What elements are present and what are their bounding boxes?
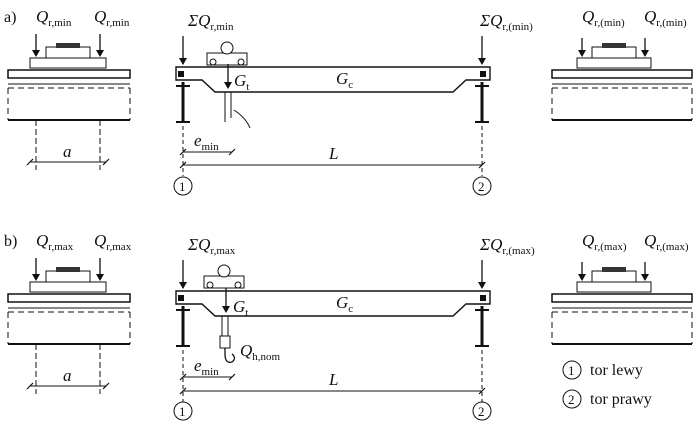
load-right-2: Qr,(min) [644, 7, 687, 29]
left-end-view-b: Qr,max Qr,max a [7, 231, 132, 394]
bridge-view-a: ΣQr,min ΣQr,(min) Gt Gc [173, 11, 533, 196]
gc-a: Gc [336, 69, 353, 91]
load-left-1-b: Qr,max [36, 231, 74, 253]
legend-num-2: 2 [568, 392, 575, 407]
dim-a-b: a [63, 366, 72, 385]
legend: 1 tor lewy 2 tor prawy [562, 360, 652, 409]
node-1-b: 1 [179, 404, 186, 419]
node-1-a: 1 [179, 179, 186, 194]
span-L-a: L [328, 144, 338, 163]
span-L-b: L [328, 370, 338, 389]
gt-b: Gt [233, 297, 248, 319]
e-min-a: emin [194, 131, 219, 153]
gt-a: Gt [234, 71, 249, 93]
sum-load-left-b: ΣQr,max [187, 235, 236, 257]
panel-b: b) Qr,max Qr,max a ΣQr,max ΣQr,(max) [4, 231, 693, 421]
legend-num-1: 1 [568, 363, 575, 378]
hook-load-b: Qh,nom [240, 341, 281, 363]
sum-load-right-b: ΣQr,(max) [479, 235, 535, 257]
node-2-b: 2 [478, 404, 485, 419]
panel-a: a) Qr,min Qr,min a ΣQr,min ΣQr,(min) [4, 7, 693, 196]
load-left-1: Qr,min [36, 7, 72, 29]
node-2-a: 2 [478, 179, 485, 194]
legend-text-2: tor prawy [590, 391, 652, 408]
load-left-2: Qr,min [94, 7, 130, 29]
sum-load-left-a: ΣQr,min [187, 11, 234, 33]
right-end-view-b: Qr,(max) Qr,(max) 1 tor lewy 2 tor prawy [551, 231, 693, 409]
legend-text-1: tor lewy [590, 362, 643, 379]
bridge-view-b: ΣQr,max ΣQr,(max) Gt Gc Qh,no [173, 235, 535, 421]
panel-a-label: a) [4, 9, 16, 26]
load-right-1: Qr,(min) [582, 7, 625, 29]
load-right-1-b: Qr,(max) [582, 231, 627, 253]
gc-b: Gc [336, 293, 353, 315]
load-right-2-b: Qr,(max) [644, 231, 689, 253]
e-min-b: emin [194, 356, 219, 378]
load-left-2-b: Qr,max [94, 231, 132, 253]
panel-b-label: b) [4, 233, 17, 250]
right-end-view: Qr,(min) Qr,(min) [551, 7, 693, 121]
left-end-view: Qr,min Qr,min a [7, 7, 131, 170]
dim-a: a [63, 142, 72, 161]
sum-load-right-a: ΣQr,(min) [479, 11, 533, 33]
